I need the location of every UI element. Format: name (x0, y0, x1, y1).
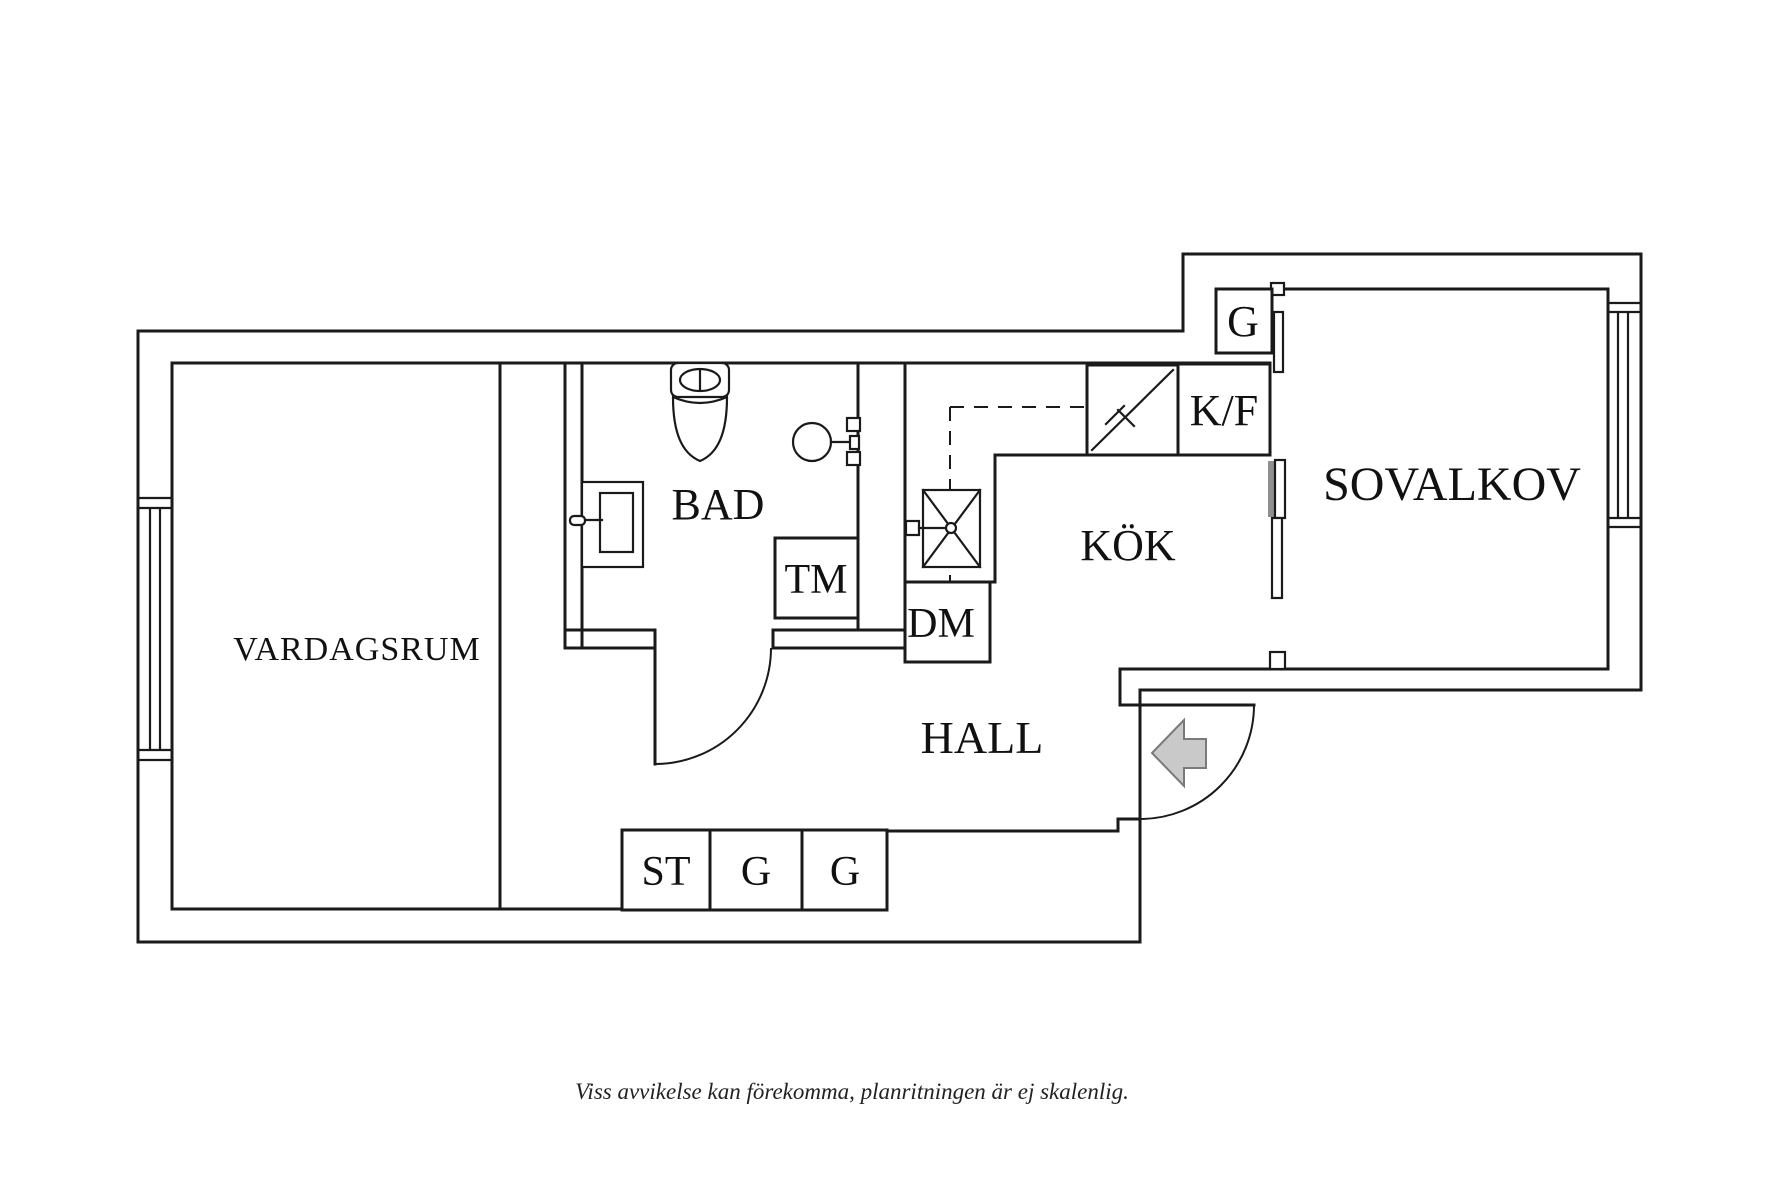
label-sovalkov: SOVALKOV (1323, 458, 1581, 511)
sink-cabinet-icon (568, 480, 645, 569)
label-tm: TM (785, 557, 848, 603)
outer-walls (136, 252, 1643, 944)
closet-g-top-box (1214, 287, 1274, 355)
disclaimer-text: Viss avvikelse kan förekomma, planritnin… (575, 1079, 1129, 1104)
label-kf: K/F (1190, 386, 1258, 435)
washbasin-icon (791, 416, 862, 467)
closet-st-box (620, 828, 712, 912)
closet-boxes (620, 287, 1274, 912)
window-left-icon (138, 496, 174, 762)
entry-arrow-icon (1150, 717, 1207, 789)
label-hall: HALL (921, 712, 1044, 763)
sliding-door-icon (1268, 281, 1287, 671)
toilet-icon (669, 361, 731, 463)
label-dm: DM (907, 601, 975, 647)
entry-door-swing-icon (1138, 703, 1256, 820)
label-st: ST (641, 849, 690, 895)
bathroom-door-swing-icon (653, 646, 772, 766)
closet-g2-box (800, 828, 889, 912)
label-bad: BAD (672, 480, 765, 529)
kitchen-sink-icon (904, 488, 982, 569)
window-right-icon (1606, 301, 1643, 529)
closet-g1-box (708, 828, 804, 912)
label-kok: KÖK (1080, 521, 1176, 570)
label-g-top: G (1227, 297, 1259, 346)
room-labels: VARDAGSRUM BAD KÖK HALL SOVALKOV (233, 458, 1581, 763)
label-g1: G (741, 849, 771, 895)
inner-walls (170, 287, 1610, 911)
unit-labels: TM DM K/F G ST G G (641, 297, 1258, 895)
stove-icon (1085, 363, 1180, 457)
fridge-freezer-box (1176, 362, 1272, 457)
dishwasher-box (903, 580, 992, 664)
label-vardagsrum: VARDAGSRUM (233, 631, 480, 668)
washing-machine-box (773, 536, 860, 620)
label-g2: G (830, 849, 860, 895)
